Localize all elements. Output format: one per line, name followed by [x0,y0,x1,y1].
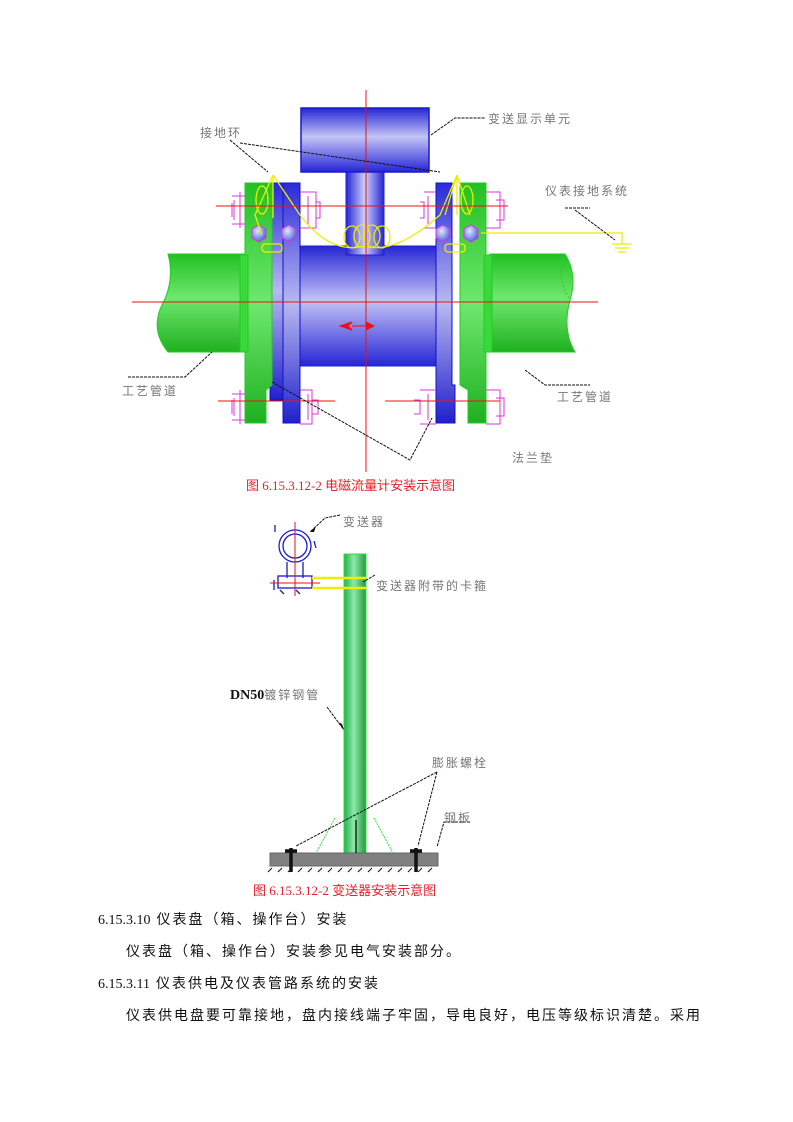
label-transmitter-display-unit: 变送显示单元 [488,112,573,126]
section-number: 6.15.3.10 [98,913,151,928]
label-steel-plate: 钢板 [444,811,473,825]
figure2-caption: 图 6.15.3.12-2 变送器安装示意图 [253,883,437,898]
label-grounding-ring: 接地环 [200,126,243,140]
section-heading-6-15-3-11: 6.15.3.11 仪表供电及仪表管路系统的安装 [98,973,380,993]
figure-flowmeter-installation: 变送显示单元 接地环 仪表接地系统 工艺管道 工艺管道 法兰垫 图 6.15.3… [0,0,793,500]
flowmeter-diagram [128,90,632,472]
label-flange-gasket: 法兰垫 [512,451,555,465]
section-title: 仪表供电及仪表管路系统的安装 [155,976,380,992]
figure-transmitter-installation: 变送器 变送器附带的卡箍 DN50镀锌钢管 膨胀螺栓 钢板 图 6.15.3.1… [0,500,793,900]
section-title: 仪表盘（箱、操作台）安装 [156,912,349,928]
label-transmitter-clamp: 变送器附带的卡箍 [376,579,489,593]
section-paragraph: 仪表盘（箱、操作台）安装参见电气安装部分。 [126,944,462,960]
label-instrument-grounding-system: 仪表接地系统 [545,184,630,198]
label-process-pipe-right: 工艺管道 [557,390,614,404]
label-transmitter: 变送器 [343,515,386,529]
label-dn50-galvanized-pipe: DN50镀锌钢管 [230,684,320,704]
pipe-material: 镀锌钢管 [264,688,321,702]
pipe-size: DN50 [230,688,265,703]
figure1-caption: 图 6.15.3.12-2 电磁流量计安装示意图 [246,478,456,493]
section-number: 6.15.3.11 [98,977,150,992]
label-process-pipe-left: 工艺管道 [122,384,179,398]
section-paragraph: 仪表供电盘要可靠接地，盘内接线端子牢固，导电良好，电压等级标识清楚。采用 [126,1008,702,1024]
label-expansion-bolt: 膨胀螺栓 [432,756,489,770]
transmitter-diagram [267,514,470,873]
section-heading-6-15-3-10: 6.15.3.10 仪表盘（箱、操作台）安装 [98,909,349,929]
